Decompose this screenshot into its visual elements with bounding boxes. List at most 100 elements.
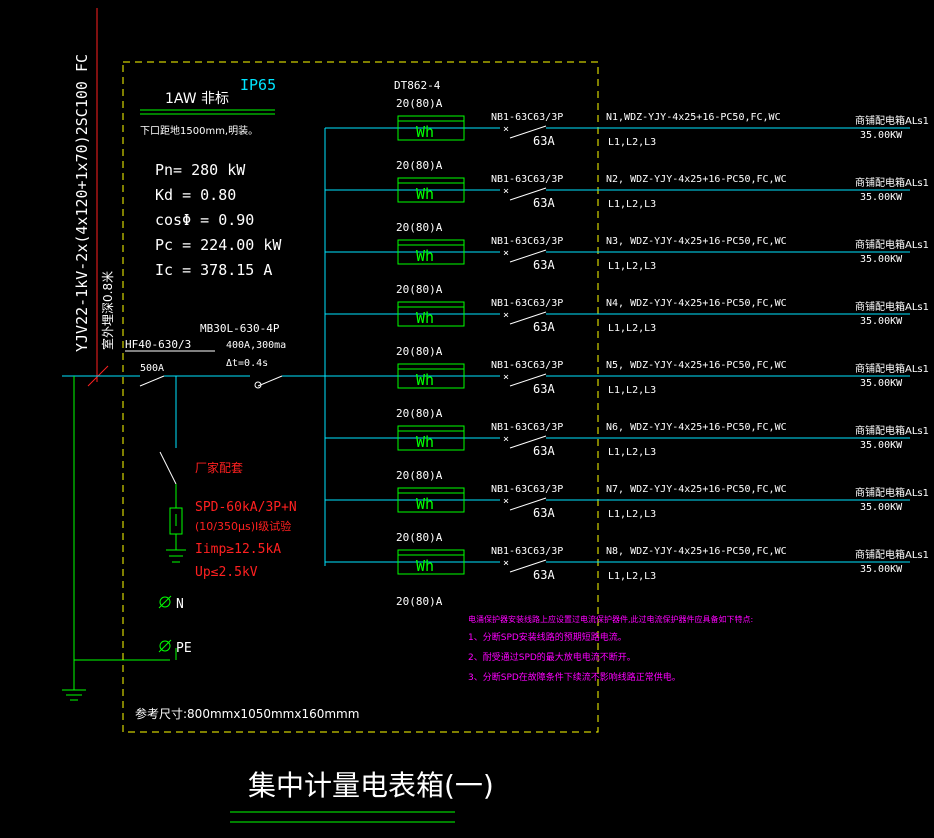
circuit-5-breaker-switch (509, 373, 547, 387)
circuit-1-meter-label: Wh (416, 123, 434, 141)
circuit-8-cable-spec: N8, WDZ-YJY-4x25+16-PC50,FC,WC (606, 546, 787, 557)
rcd-relay-circle (254, 381, 262, 389)
main-breaker-switch (139, 375, 165, 387)
circuit-7-breaker-cross: × (503, 496, 509, 507)
circuit-2-phases: L1,L2,L3 (608, 199, 656, 210)
meter-header: DT862-4 (394, 79, 441, 92)
circuit-4-phases: L1,L2,L3 (608, 323, 656, 334)
rcd-delay: Δt=0.4s (226, 358, 268, 369)
circuit-1-breaker-model: NB1-63C63/3P (491, 112, 563, 123)
pe-terminal (159, 640, 171, 652)
circuit-5-destination: 商铺配电箱ALs1 (855, 362, 929, 375)
circuit-3-meter-box (397, 239, 465, 265)
circuit-3-destination: 商铺配电箱ALs1 (855, 238, 929, 251)
circuit-6-meter-rating: 20(80)A (396, 407, 443, 420)
circuit-2-breaker-switch (509, 187, 547, 201)
notes-title: 电涌保护器安装线路上应设置过电流保护器件,此过电流保护器件应具备如下特点: (468, 614, 753, 624)
circuit-8-breaker-amp: 63A (533, 568, 555, 582)
rcd-model: MB30L-630-4P (200, 322, 280, 335)
circuit-5-phases: L1,L2,L3 (608, 385, 656, 396)
circuit-2-meter-rating: 20(80)A (396, 159, 443, 172)
circuit-6-breaker-cross: × (503, 434, 509, 445)
circuit-6-power: 35.00KW (860, 440, 903, 451)
outgoing-circuits: Wh20(80)A×NB1-63C63/3P63AN1,WDZ-YJY-4x25… (325, 97, 929, 582)
param-ic: Ic = 378.15 A (155, 261, 272, 279)
param-kd: Kd = 0.80 (155, 186, 236, 204)
n-terminal-slash (158, 595, 172, 609)
param-pc: Pc = 224.00 kW (155, 236, 282, 254)
circuit-7-cable-spec: N7, WDZ-YJY-4x25+16-PC50,FC,WC (606, 484, 787, 495)
param-cos: cosΦ = 0.90 (155, 211, 254, 229)
ip-rating: IP65 (240, 76, 276, 94)
circuit-7-power: 35.00KW (860, 502, 903, 513)
circuit-3-breaker-model: NB1-63C63/3P (491, 236, 563, 247)
schematic-wiring (62, 8, 599, 823)
circuit-1-meter-rating: 20(80)A (396, 97, 443, 110)
circuit-8-meter-rating: 20(80)A (396, 531, 443, 544)
rcd-rating: 400A,300ma (226, 340, 286, 351)
circuit-3-cable-spec: N3, WDZ-YJY-4x25+16-PC50,FC,WC (606, 236, 787, 247)
circuit-7-meter-rating: 20(80)A (396, 469, 443, 482)
circuit-5-breaker-amp: 63A (533, 382, 555, 396)
spd-vendor-note: 厂家配套 (195, 460, 243, 475)
circuit-7-meter-box (397, 487, 465, 513)
circuit-8-meter-box (397, 549, 465, 575)
circuit-4-breaker-model: NB1-63C63/3P (491, 298, 563, 309)
circuit-6-breaker-amp: 63A (533, 444, 555, 458)
circuit-2-power: 35.00KW (860, 192, 903, 203)
n-label: N (176, 597, 184, 612)
circuit-2-meter-label: Wh (416, 185, 434, 203)
circuit-4-meter-label: Wh (416, 309, 434, 327)
circuit-3-power: 35.00KW (860, 254, 903, 265)
circuit-4-power: 35.00KW (860, 316, 903, 327)
circuit-1-breaker-amp: 63A (533, 134, 555, 148)
circuit-1-power: 35.00KW (860, 130, 903, 141)
mount-note: 下口距地1500mm,明装。 (140, 124, 258, 137)
circuit-3-phases: L1,L2,L3 (608, 261, 656, 272)
circuit-6-meter-label: Wh (416, 433, 434, 451)
circuit-5-power: 35.00KW (860, 378, 903, 389)
circuit-6-phases: L1,L2,L3 (608, 447, 656, 458)
circuit-3-breaker-cross: × (503, 248, 509, 259)
circuit-5-meter-box (397, 363, 465, 389)
n-terminal (159, 596, 171, 608)
circuit-5-meter-label: Wh (416, 371, 434, 389)
enclosure-boundary (122, 61, 599, 733)
circuit-8-phases: L1,L2,L3 (608, 571, 656, 582)
circuit-4-meter-rating: 20(80)A (396, 283, 443, 296)
spd-line-3: Iimp≥12.5kA (195, 542, 281, 557)
spd-line-1: SPD-60kA/3P+N (195, 500, 297, 515)
circuit-5-cable-spec: N5, WDZ-YJY-4x25+16-PC50,FC,WC (606, 360, 787, 371)
circuit-1-meter-box (397, 115, 465, 141)
circuit-7-breaker-amp: 63A (533, 506, 555, 520)
circuit-3-breaker-switch (509, 249, 547, 263)
circuit-6-cable-spec: N6, WDZ-YJY-4x25+16-PC50,FC,WC (606, 422, 787, 433)
meter-bottom-rating: 20(80)A (396, 595, 443, 608)
box-size-note: 参考尺寸:800mmx1050mmx160mmm (135, 706, 359, 721)
circuit-8-power: 35.00KW (860, 564, 903, 575)
circuit-2-cable-spec: N2, WDZ-YJY-4x25+16-PC50,FC,WC (606, 174, 787, 185)
circuit-2-breaker-cross: × (503, 186, 509, 197)
circuit-7-destination: 商铺配电箱ALs1 (855, 486, 929, 499)
circuit-4-breaker-switch (509, 311, 547, 325)
circuit-1-cable-spec: N1,WDZ-YJY-4x25+16-PC50,FC,WC (606, 112, 781, 123)
incoming-cable-spec: YJV22-1kV-2x(4x120+1x70)2SC100 FC (73, 54, 91, 352)
notes-item-1: 1、分断SPD安装线路的预期短路电流。 (468, 631, 627, 643)
pe-label: PE (176, 641, 192, 656)
circuit-7-breaker-model: NB1-63C63/3P (491, 484, 563, 495)
pe-terminal-slash (158, 639, 172, 653)
circuit-6-meter-box (397, 425, 465, 451)
spd-switch (159, 451, 177, 485)
circuit-7-meter-label: Wh (416, 495, 434, 513)
circuit-8-breaker-switch (509, 559, 547, 573)
circuit-3-meter-rating: 20(80)A (396, 221, 443, 234)
circuit-8-meter-label: Wh (416, 557, 434, 575)
burial-note: 室外埋深0.8米 (100, 271, 115, 350)
circuit-2-meter-box (397, 177, 465, 203)
circuit-2-breaker-model: NB1-63C63/3P (491, 174, 563, 185)
drawing-title: 集中计量电表箱(一) (248, 769, 494, 802)
circuit-5-meter-rating: 20(80)A (396, 345, 443, 358)
circuit-8-breaker-model: NB1-63C63/3P (491, 546, 563, 557)
circuit-4-breaker-amp: 63A (533, 320, 555, 334)
